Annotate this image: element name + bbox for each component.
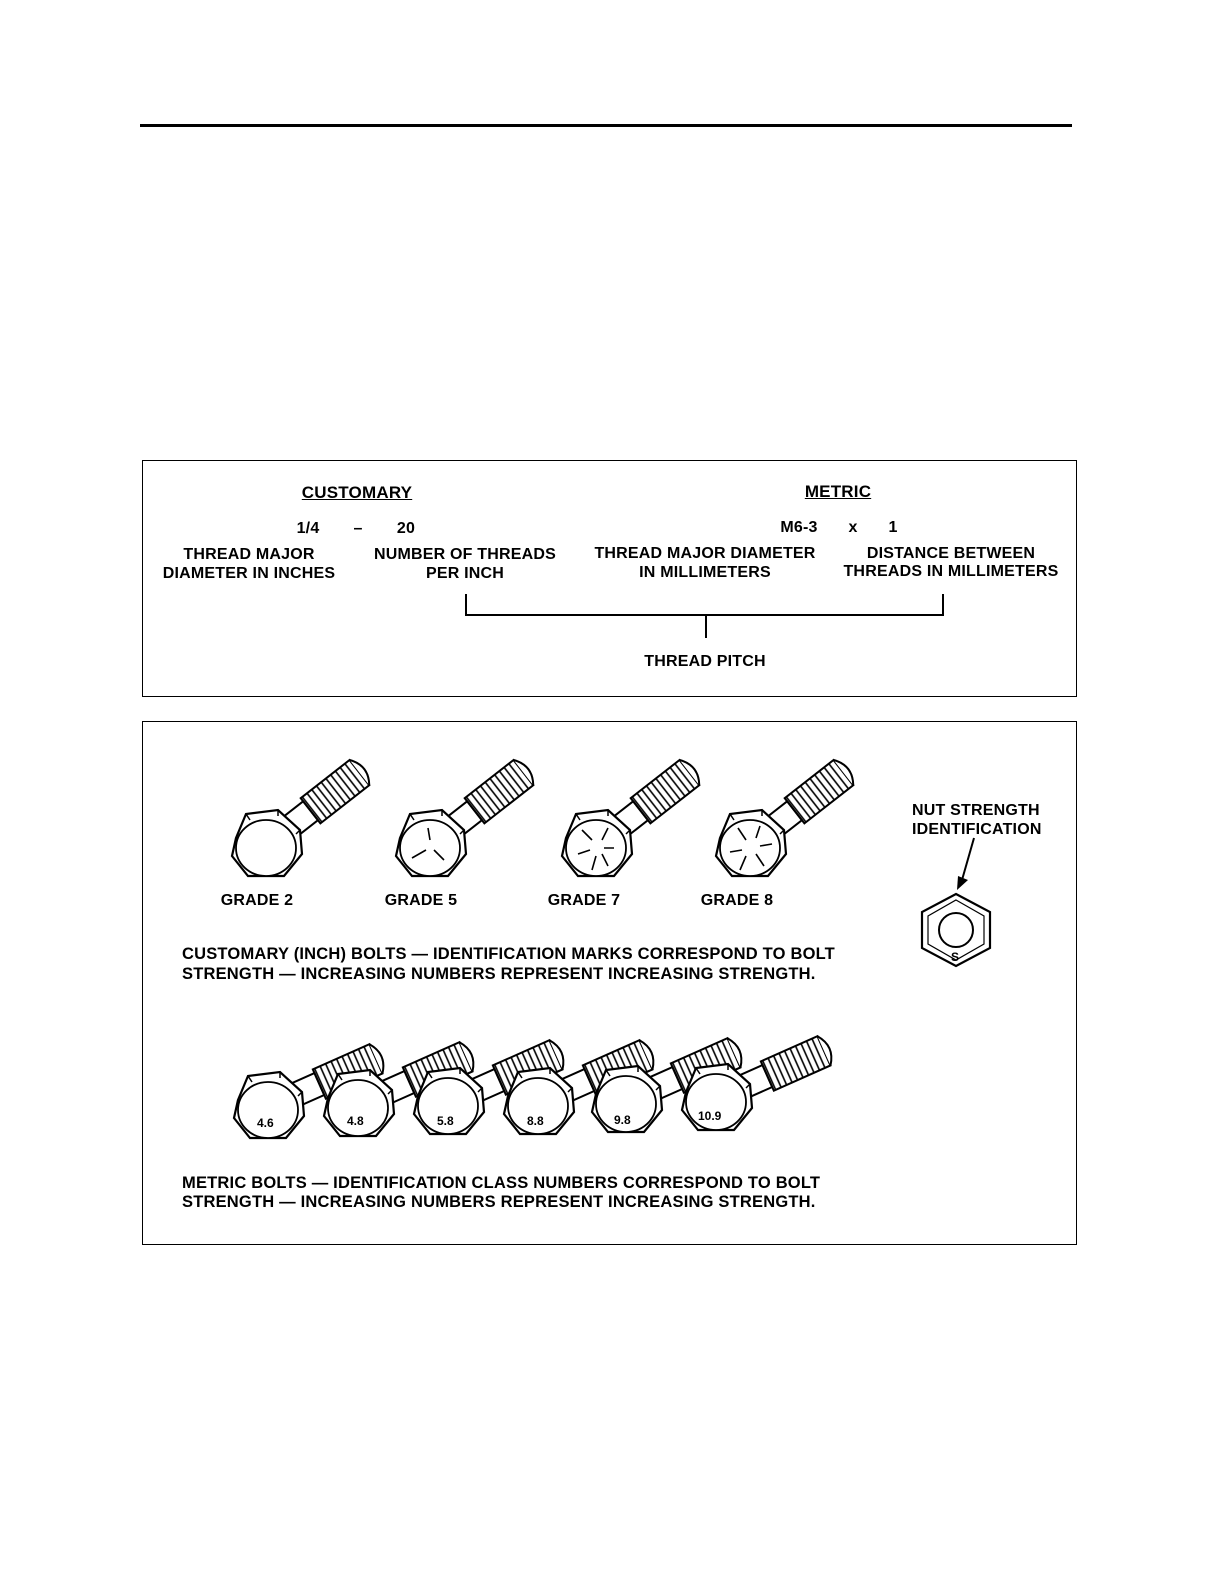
label-thread-major-inches-1: THREAD MAJOR	[183, 546, 315, 563]
metric-caption-1: METRIC BOLTS — IDENTIFICATION CLASS NUMB…	[182, 1174, 821, 1192]
metric-class-9-8: 9.8	[614, 1113, 631, 1127]
metric-pitch-value: 1	[888, 519, 898, 536]
thread-pitch-label: THREAD PITCH	[644, 653, 766, 670]
metric-caption-2: STRENGTH — INCREASING NUMBERS REPRESENT …	[182, 1193, 816, 1211]
nut-strength-label-1: NUT STRENGTH	[912, 802, 1040, 819]
customary-heading: CUSTOMARY	[301, 483, 413, 502]
thread-notation-box	[142, 460, 1077, 697]
metric-class-10-9: 10.9	[698, 1109, 722, 1123]
metric-class-4-8: 4.8	[347, 1114, 364, 1128]
grade-7-label: GRADE 7	[547, 892, 621, 909]
grade-5-label: GRADE 5	[384, 892, 458, 909]
nut-strength-label-2: IDENTIFICATION	[912, 821, 1042, 838]
label-threads-per-inch-2: PER INCH	[425, 565, 505, 582]
customary-caption-1: CUSTOMARY (INCH) BOLTS — IDENTIFICATION …	[182, 945, 835, 963]
customary-dash: –	[353, 520, 363, 537]
metric-diameter-value: M6-3	[780, 519, 818, 536]
grade-8-label: GRADE 8	[700, 892, 774, 909]
metric-class-5-8: 5.8	[437, 1114, 454, 1128]
bolt-grade-box	[142, 721, 1077, 1245]
nut-mark: S	[950, 950, 960, 964]
grade-2-label: GRADE 2	[220, 892, 294, 909]
label-distance-between-2: THREADS IN MILLIMETERS	[843, 563, 1059, 580]
metric-times: x	[848, 519, 858, 536]
customary-threads-value: 20	[396, 520, 416, 537]
metric-class-4-6: 4.6	[257, 1116, 274, 1130]
label-thread-major-mm-2: IN MILLIMETERS	[639, 564, 771, 581]
customary-diameter-value: 1/4	[296, 520, 320, 537]
label-thread-major-inches-2: DIAMETER IN INCHES	[162, 565, 336, 582]
top-rule	[140, 124, 1072, 127]
metric-heading: METRIC	[804, 482, 872, 501]
label-threads-per-inch-1: NUMBER OF THREADS	[373, 546, 557, 563]
label-thread-major-mm-1: THREAD MAJOR DIAMETER	[594, 545, 816, 562]
metric-class-8-8: 8.8	[527, 1114, 544, 1128]
customary-caption-2: STRENGTH — INCREASING NUMBERS REPRESENT …	[182, 965, 816, 983]
label-distance-between-1: DISTANCE BETWEEN	[866, 545, 1036, 562]
